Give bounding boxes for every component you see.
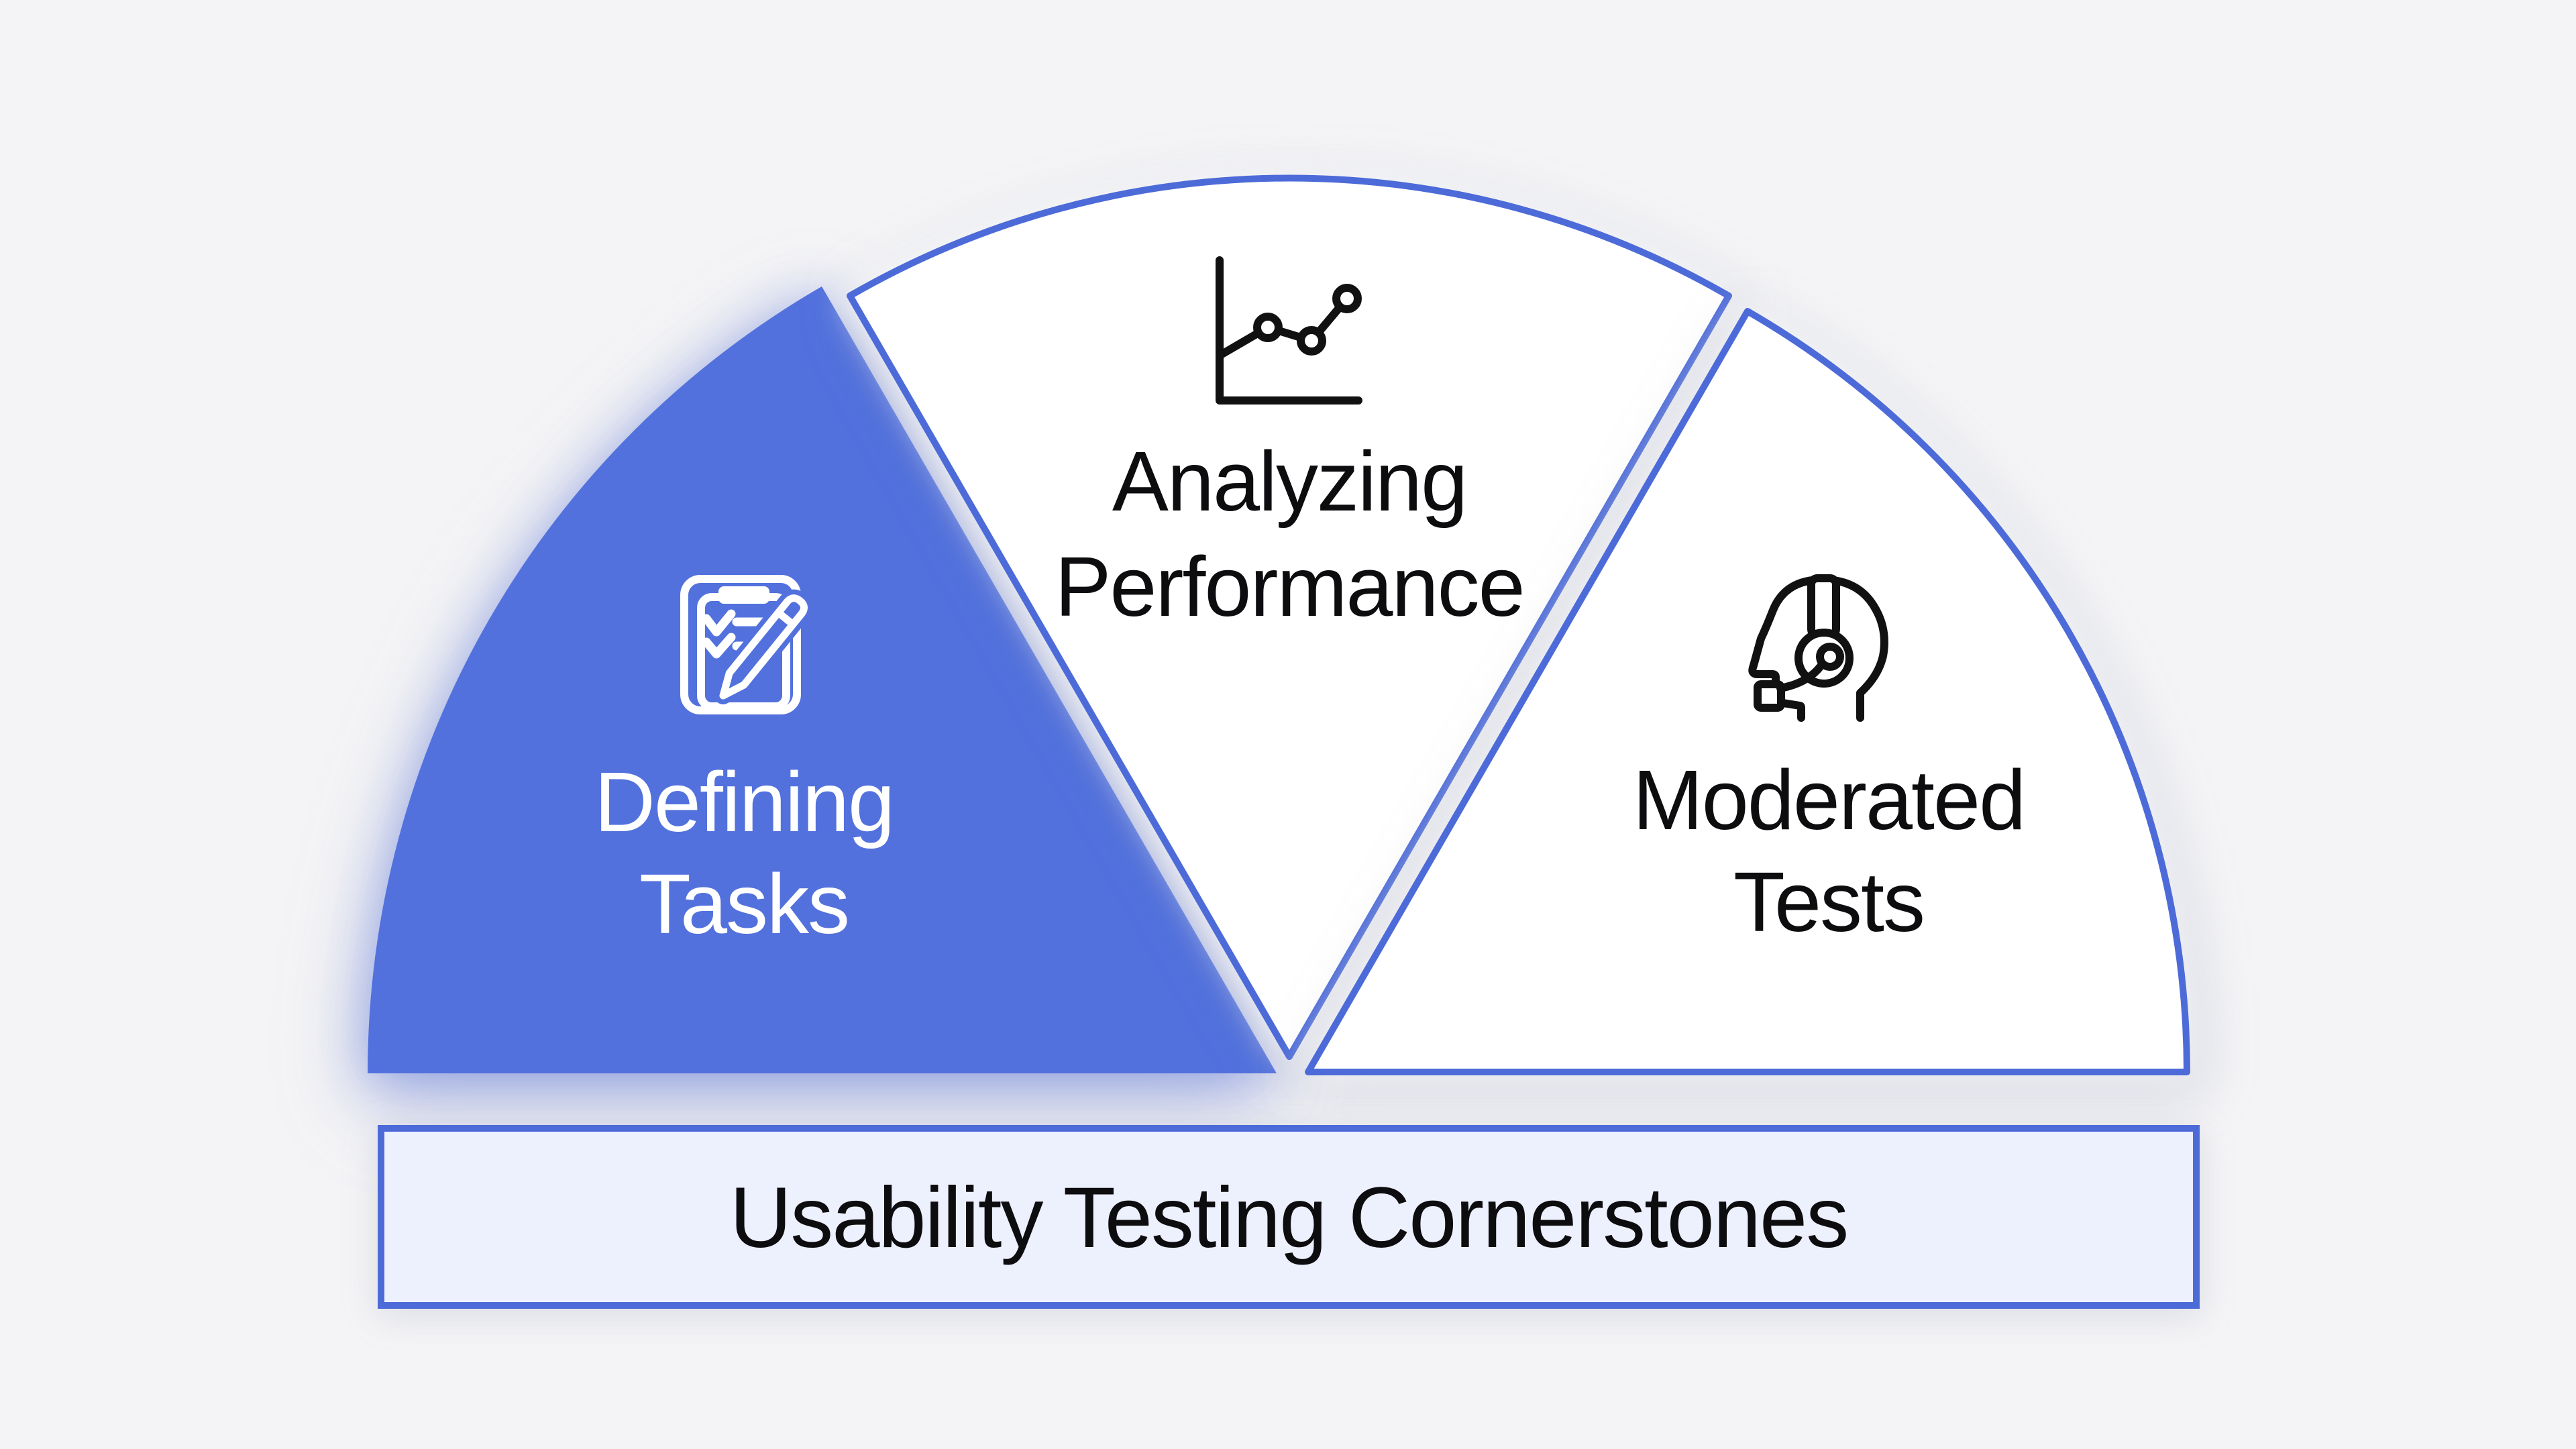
clipboard-checklist-pencil-icon	[680, 575, 813, 714]
headset-agent-icon	[1748, 574, 1888, 722]
wedge-moderated-tests: Moderated Tests	[1305, 308, 2190, 1075]
wedge-analyzing-performance: Analyzing Performance	[847, 174, 1732, 1060]
wedge-analyzing-performance-label-line2: Performance	[1055, 539, 1523, 634]
wedge-defining-tasks-label-line1: Defining	[594, 755, 894, 849]
wedge-moderated-tests-shape	[1305, 308, 2190, 1075]
wedge-analyzing-performance-label-line1: Analyzing	[1112, 434, 1466, 529]
wedge-defining-tasks: Defining Tasks	[368, 286, 1277, 1073]
wedge-defining-tasks-shape	[368, 286, 1277, 1073]
wedge-analyzing-performance-shape	[847, 174, 1732, 1060]
wedge-moderated-tests-label-line2: Tests	[1733, 855, 1924, 949]
title-banner: Usability Testing Cornerstones	[378, 1125, 2200, 1309]
wedge-defining-tasks-label-line2: Tasks	[639, 857, 849, 951]
line-chart-icon	[1216, 256, 1362, 405]
title-banner-box	[378, 1125, 2200, 1309]
title-banner-label: Usability Testing Cornerstones	[730, 1170, 1847, 1266]
wedge-moderated-tests-label-line1: Moderated	[1633, 753, 2025, 847]
